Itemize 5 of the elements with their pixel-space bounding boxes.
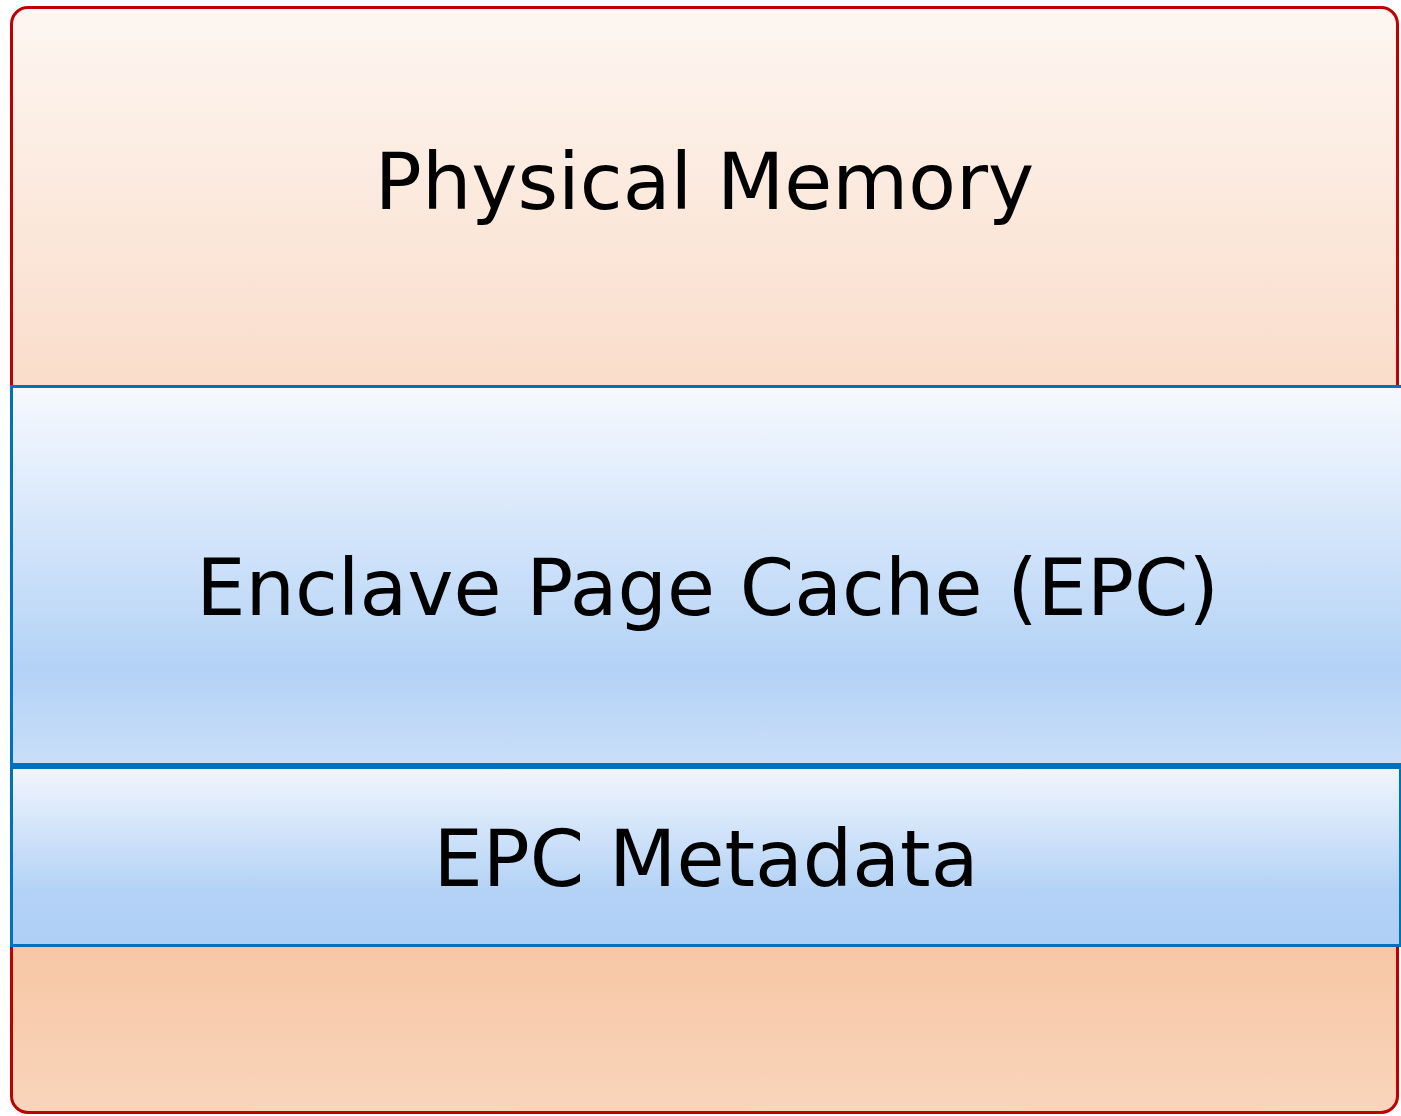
memory-region-box [10,6,1399,1114]
region-label: Enclave Page Cache (EPC) [195,543,1220,633]
region-label: Physical Memory [373,137,1036,227]
memory-band [10,763,1401,947]
region-label: EPC Metadata [432,814,980,904]
